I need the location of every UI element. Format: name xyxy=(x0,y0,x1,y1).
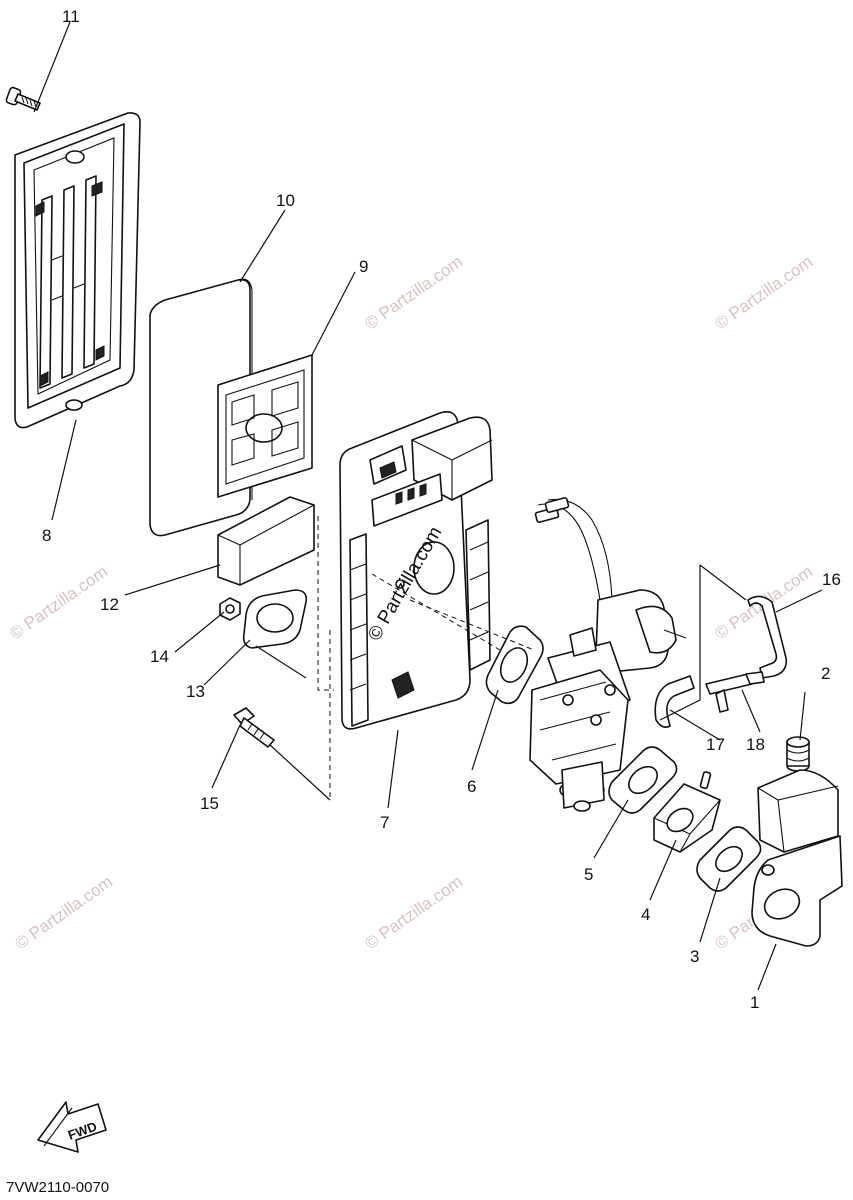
part-4-spacer xyxy=(653,771,721,853)
watermark: © Partzilla.com xyxy=(6,562,111,643)
callout-7: 7 xyxy=(380,813,389,832)
callout-16: 16 xyxy=(822,570,841,589)
callout-13: 13 xyxy=(186,682,205,701)
callout-18: 18 xyxy=(746,735,765,754)
callout-15: 15 xyxy=(200,794,219,813)
part-7-silencer-case xyxy=(339,411,493,730)
watermark: © Partzilla.com xyxy=(361,872,466,953)
watermark: © Partzilla.com xyxy=(361,252,466,333)
callout-4: 4 xyxy=(641,905,650,924)
part-2-grommet xyxy=(786,736,810,772)
part-16-hose xyxy=(747,595,788,679)
callout-3: 3 xyxy=(690,947,699,966)
part-11-screw xyxy=(5,86,41,111)
callout-11: 11 xyxy=(62,7,80,26)
watermark: © Partzilla.com xyxy=(711,252,816,333)
part-3-gasket xyxy=(696,826,762,892)
part-6-gasket xyxy=(485,625,544,705)
part-17-hose xyxy=(654,675,695,728)
watermark: © Partzilla.com xyxy=(11,872,116,953)
callout-2: 2 xyxy=(821,664,830,683)
fwd-arrow-icon: FWD xyxy=(37,1101,107,1153)
diagram-code: 7VW2110-0070 xyxy=(6,1179,109,1196)
part-5-gasket xyxy=(608,746,678,814)
leader-lines xyxy=(33,21,823,991)
callout-17: 17 xyxy=(706,735,725,754)
part-8-cover xyxy=(14,112,141,429)
callout-14: 14 xyxy=(150,647,169,666)
callout-1: 1 xyxy=(750,993,759,1012)
callout-9: 9 xyxy=(359,257,368,276)
part-13-gasket xyxy=(242,589,308,649)
part-12-pad xyxy=(217,496,315,586)
callout-8: 8 xyxy=(42,526,51,545)
callout-12: 12 xyxy=(100,595,119,614)
part-9-filter xyxy=(217,354,313,498)
callout-labels: 1 2 3 4 5 6 7 8 9 10 11 12 13 14 15 16 1… xyxy=(42,7,841,1012)
callout-5: 5 xyxy=(584,865,593,884)
callout-6: 6 xyxy=(467,777,476,796)
part-1-bracket xyxy=(751,769,843,947)
carburetor-assembly xyxy=(529,496,687,812)
part-18-joint xyxy=(705,671,765,713)
part-14-nut xyxy=(219,597,241,621)
callout-10: 10 xyxy=(276,191,295,210)
assembly-lines xyxy=(255,516,747,801)
part-15-bolt xyxy=(233,707,275,748)
